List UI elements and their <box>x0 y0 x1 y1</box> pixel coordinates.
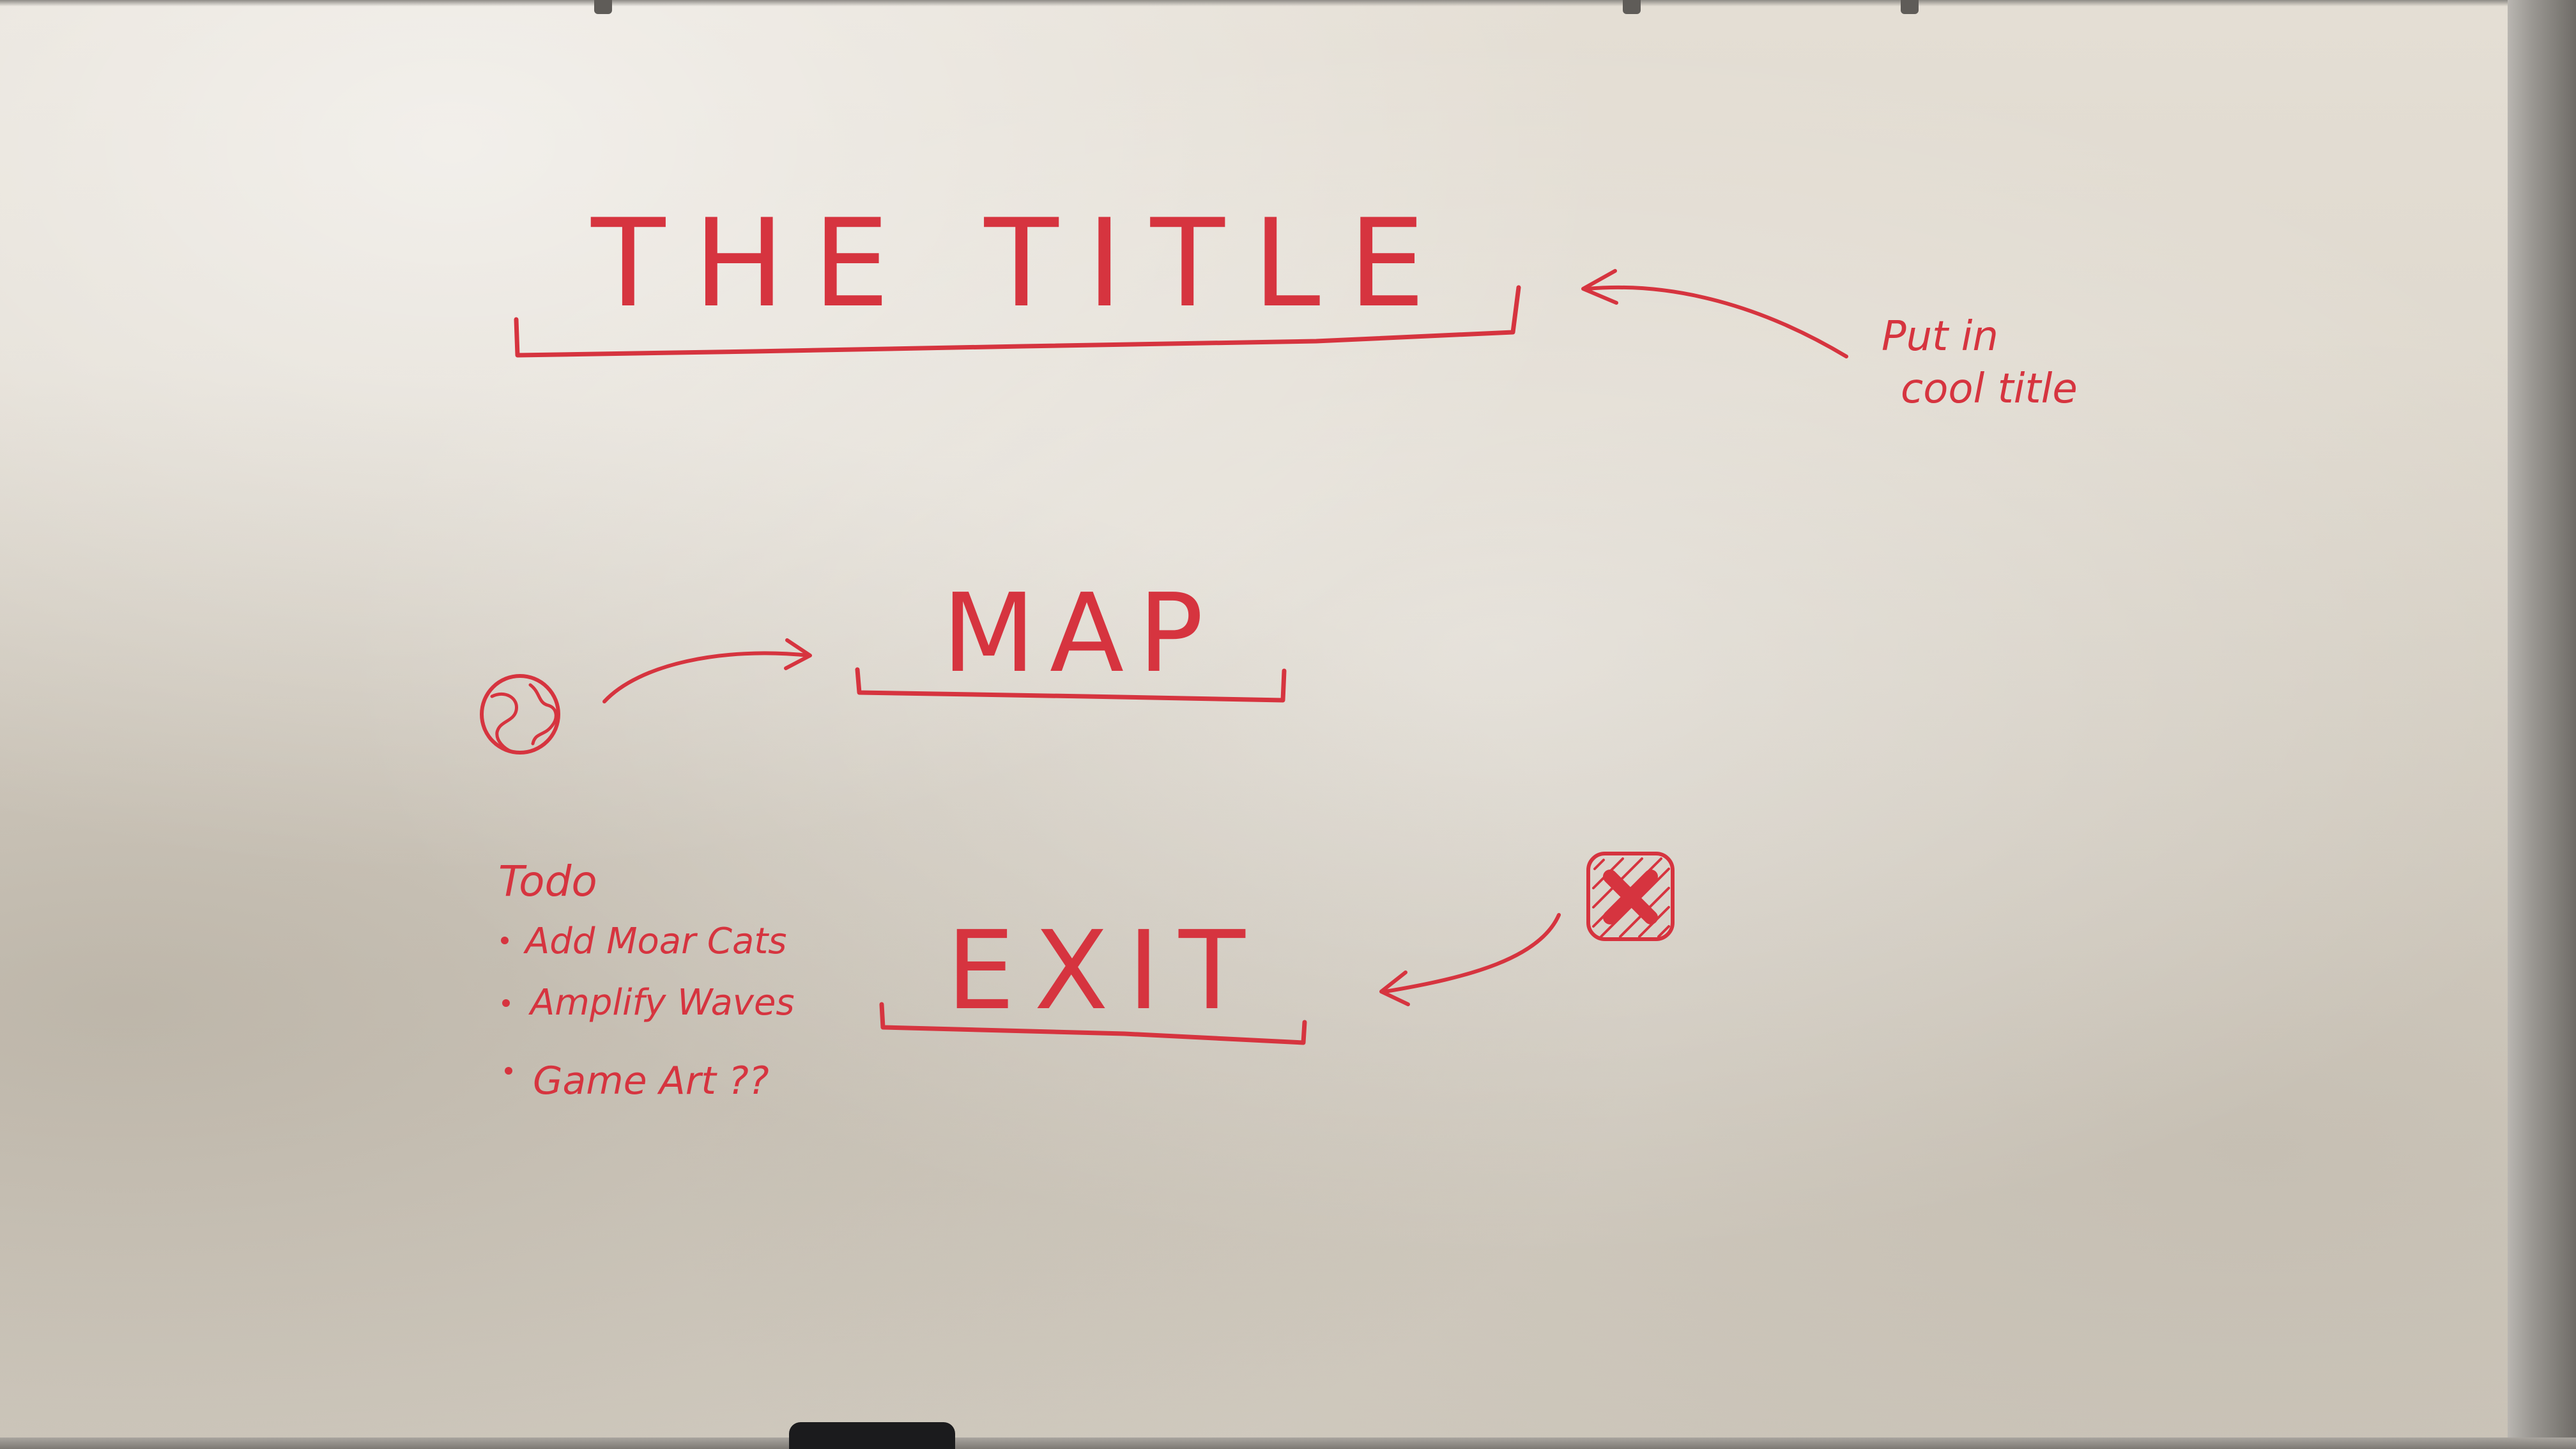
bullet <box>502 999 510 1007</box>
todo-list: Todo Add Moar Cats Amplify Waves Game Ar… <box>498 857 795 1103</box>
whiteboard-frame-top <box>0 0 2508 6</box>
close-icon-cross <box>1603 870 1658 924</box>
whiteboard-frame-bottom <box>0 1438 2576 1449</box>
arrow-head <box>784 638 812 670</box>
title-note-group: Put in cool title <box>1581 269 2078 413</box>
whiteboard-surface <box>0 0 2508 1438</box>
title-underline-bracket <box>514 285 1521 358</box>
todo-item: Game Art ?? <box>533 1059 769 1103</box>
map-button-label: MAP <box>942 571 1217 697</box>
arrow-head <box>1379 970 1410 1006</box>
close-x-icon <box>1586 852 1675 941</box>
todo-item: Add Moar Cats <box>523 921 786 962</box>
globe-to-map-arrow <box>602 638 812 703</box>
board-clip <box>1623 0 1641 14</box>
map-button-sketch: MAP <box>855 571 1287 703</box>
bullet <box>505 1067 512 1075</box>
title-sketch: THE TITLE <box>514 193 1521 358</box>
board-clip <box>594 0 612 14</box>
bullet <box>501 937 509 944</box>
x-to-exit-arrow <box>1379 913 1561 1006</box>
exit-button-sketch: EXIT <box>879 908 1307 1045</box>
title-note-line2: cool title <box>1901 365 2078 413</box>
todo-item: Amplify Waves <box>528 982 795 1023</box>
board-clip <box>1901 0 1919 14</box>
title-note-line1: Put in <box>1882 313 1998 360</box>
todo-heading: Todo <box>498 857 597 906</box>
whiteboard-frame-right <box>2508 0 2576 1449</box>
exit-button-label: EXIT <box>946 908 1264 1034</box>
arrow-line <box>1383 913 1561 993</box>
marker-eraser <box>789 1422 955 1449</box>
globe-continent <box>490 692 518 753</box>
globe-continent <box>528 683 558 746</box>
arrow-line <box>602 651 810 703</box>
globe-icon <box>480 674 560 755</box>
map-underline-bracket <box>855 667 1287 703</box>
title-text: THE TITLE <box>590 193 1453 334</box>
title-note-arrowhead <box>1581 269 1618 305</box>
exit-underline-bracket <box>879 1002 1307 1045</box>
title-note-arrow <box>1586 285 1848 358</box>
